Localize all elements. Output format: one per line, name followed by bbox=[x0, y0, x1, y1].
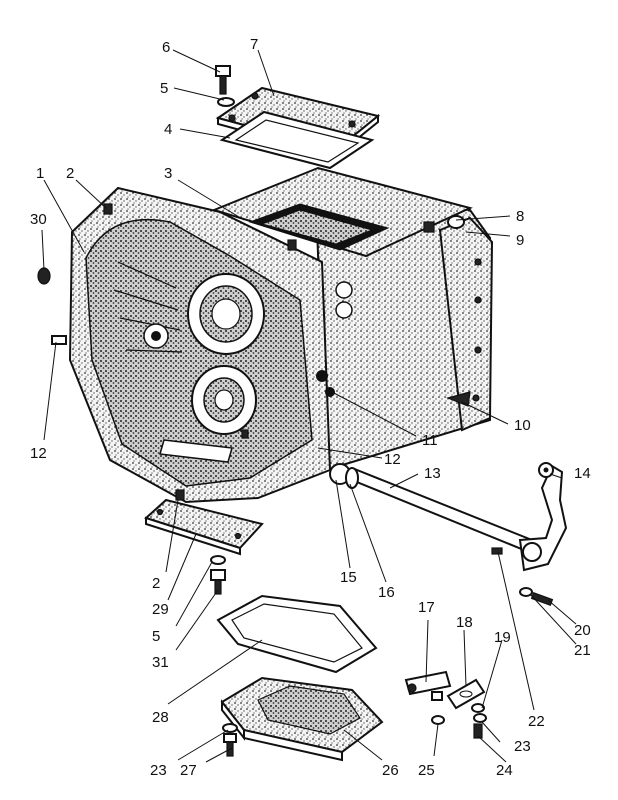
callout-30: 30 bbox=[30, 211, 47, 228]
housing-plug bbox=[37, 267, 51, 285]
oil-pan-washer bbox=[222, 723, 238, 733]
callout-25: 25 bbox=[418, 762, 435, 779]
detent-plate bbox=[446, 678, 486, 710]
callout-3: 3 bbox=[164, 165, 172, 182]
callout-31: 31 bbox=[152, 654, 169, 671]
top-cover-gasket bbox=[219, 110, 375, 170]
callout-7: 7 bbox=[250, 36, 258, 53]
oil-pan bbox=[220, 676, 384, 762]
callout-8: 8 bbox=[516, 208, 524, 225]
callout-22: 22 bbox=[528, 713, 545, 730]
shift-lever-pin bbox=[491, 547, 503, 555]
lower-cover-washer bbox=[210, 555, 226, 565]
shift-lever bbox=[518, 462, 568, 572]
callout-1: 1 bbox=[36, 165, 44, 182]
detent-bracket bbox=[404, 670, 452, 725]
callout-12-upper: 12 bbox=[384, 451, 401, 468]
callout-21: 21 bbox=[574, 642, 591, 659]
callout-2: 2 bbox=[66, 165, 74, 182]
callout-14: 14 bbox=[574, 465, 591, 482]
callout-11: 11 bbox=[422, 432, 438, 449]
callout-24: 24 bbox=[496, 762, 513, 779]
callout-29: 29 bbox=[152, 601, 169, 618]
oil-pan-gasket bbox=[216, 594, 378, 674]
callout-18: 18 bbox=[456, 614, 473, 631]
callout-23-bracket: 23 bbox=[514, 738, 531, 755]
callout-9: 9 bbox=[516, 232, 524, 249]
callout-26: 26 bbox=[382, 762, 399, 779]
callout-17: 17 bbox=[418, 599, 435, 616]
callout-12-lower: 12 bbox=[30, 445, 47, 462]
oil-pan-bolt bbox=[223, 733, 237, 757]
transmission-housing bbox=[51, 166, 494, 504]
callout-20: 20 bbox=[574, 622, 591, 639]
lower-inspection-cover bbox=[144, 498, 264, 556]
callout-10: 10 bbox=[514, 417, 531, 434]
callout-labels: 1 2 3 4 5 6 7 8 9 10 11 12 13 14 15 16 1… bbox=[30, 36, 591, 779]
callout-5-lower: 5 bbox=[152, 628, 160, 645]
detent-washers bbox=[471, 703, 487, 739]
callout-28: 28 bbox=[152, 709, 169, 726]
callout-4: 4 bbox=[164, 121, 172, 138]
callout-13: 13 bbox=[424, 465, 441, 482]
callout-16: 16 bbox=[378, 584, 395, 601]
callout-27: 27 bbox=[180, 762, 197, 779]
callout-5: 5 bbox=[160, 80, 168, 97]
callout-2-lower: 2 bbox=[152, 575, 160, 592]
leader-lines bbox=[41, 49, 577, 763]
callout-23-pan: 23 bbox=[150, 762, 167, 779]
lower-cover-bolt bbox=[210, 569, 226, 595]
top-cover-bolt bbox=[215, 65, 231, 95]
callout-19: 19 bbox=[494, 629, 511, 646]
callout-6: 6 bbox=[162, 39, 170, 56]
lock-bolt bbox=[519, 587, 554, 607]
callout-15: 15 bbox=[340, 569, 357, 586]
